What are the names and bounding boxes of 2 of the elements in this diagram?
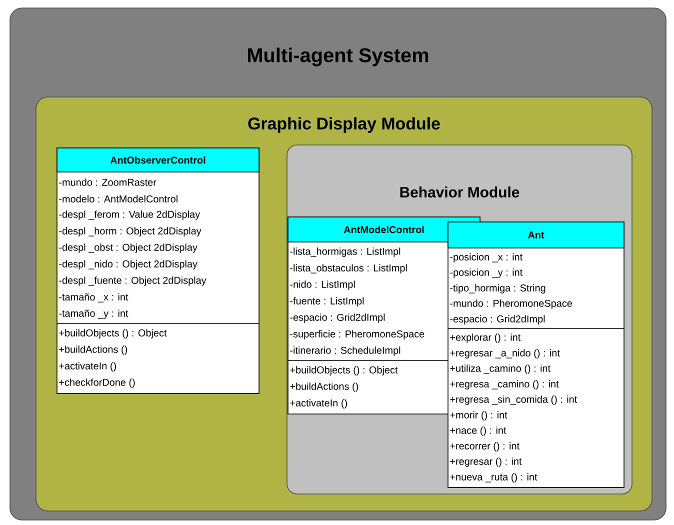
class-box: Ant -posicion _x : int -posicion _y : int -tipo_hormiga : String -mundo : PheromoneSpace -espacio : Grid2dImpl +explorar () : int +regresar _a_nido () : int +utiliza _camino () : int +regresa _camino () : int +regresa _sin_comida () : int +morir () : int +nace () : int +recorrer () : int +regresar () : int +nueva _ruta () : int	[448, 222, 624, 488]
class-box: AntObserverControl -mundo : ZoomRaster -modelo : AntModelControl -despl _ferom : Value 2dDisplay -despl _horm : Object 2dDisplay -despl _obst : Object 2dDisplay -despl _nido : Object 2dDisplay -despl _fuente : Object 2dDisplay -tamaño _x : int -tamaño _y : int +buildObjects () : Object +buildActions () +activateIn () +checkforDone ()	[56, 148, 260, 394]
